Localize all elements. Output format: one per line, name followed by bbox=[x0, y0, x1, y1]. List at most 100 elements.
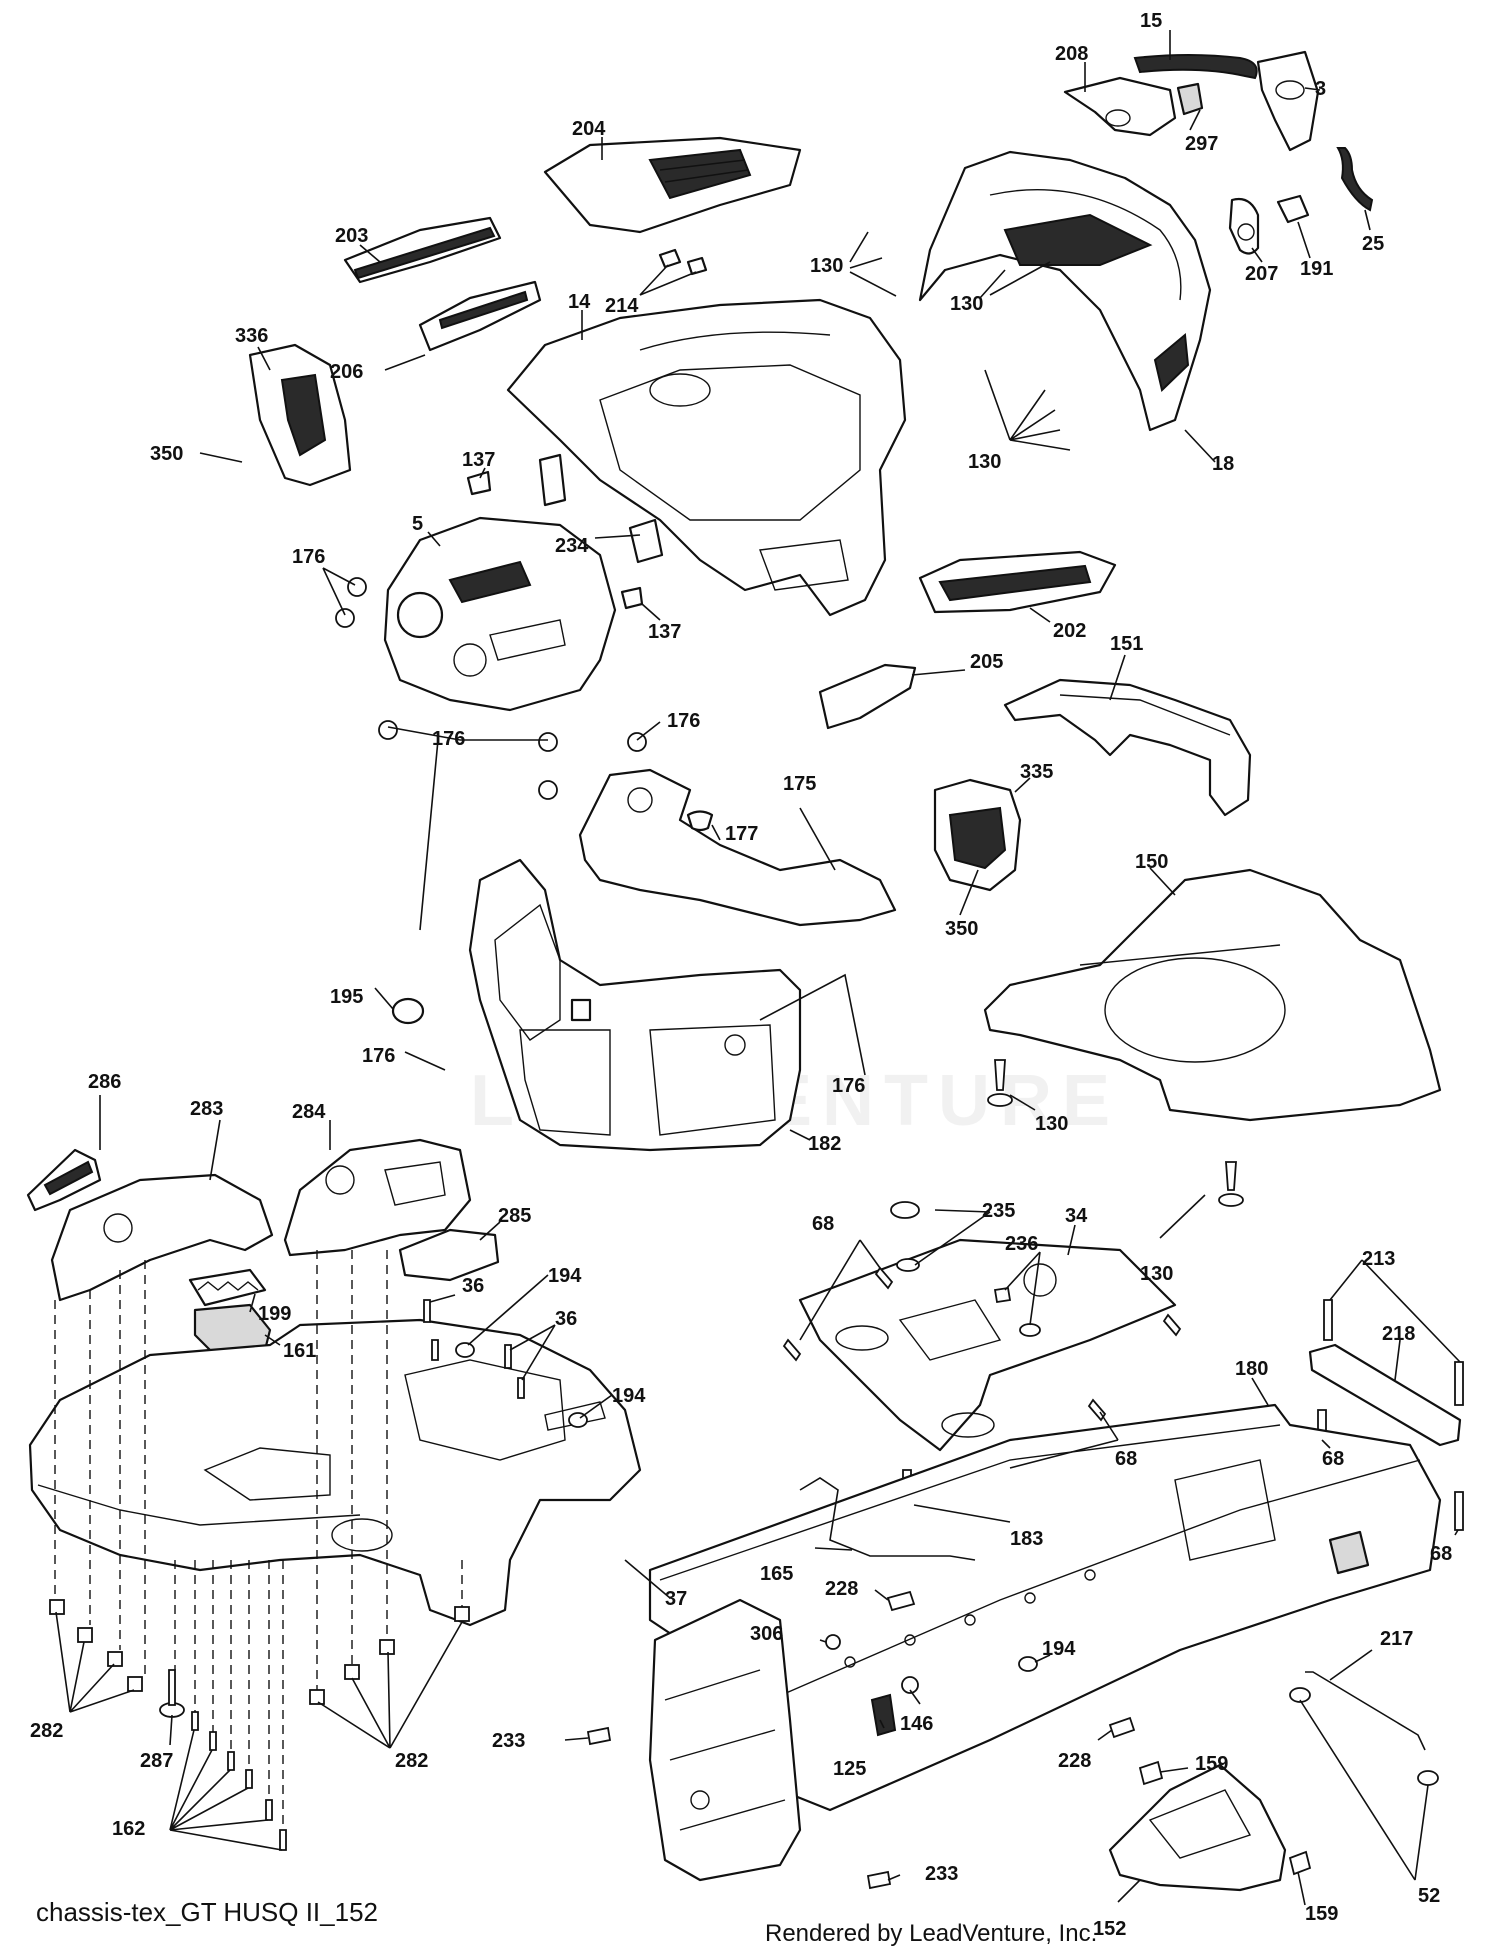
part-frame-front bbox=[648, 1598, 802, 1882]
part-162-screw-2 bbox=[209, 1731, 217, 1751]
callout-234: 234 bbox=[555, 535, 589, 557]
part-5-key-socket bbox=[396, 591, 444, 639]
part-146-plug bbox=[901, 1676, 919, 1694]
part-36-screw-c bbox=[504, 1344, 512, 1369]
part-14-hood bbox=[506, 298, 907, 617]
part-306-nut bbox=[825, 1634, 841, 1650]
part-208-bracket bbox=[1063, 76, 1177, 137]
part-285-pad bbox=[398, 1228, 500, 1282]
callout-137-b: 137 bbox=[648, 621, 681, 643]
part-165-rod bbox=[799, 1477, 976, 1561]
callout-165: 165 bbox=[760, 1563, 793, 1585]
part-176-grommet-a bbox=[347, 577, 367, 597]
callout-15: 15 bbox=[1140, 10, 1162, 32]
part-208-hole bbox=[1105, 109, 1131, 127]
part-36-screw-d bbox=[517, 1377, 525, 1399]
part-150-floor-plate bbox=[983, 868, 1442, 1122]
callout-161: 161 bbox=[283, 1340, 316, 1362]
part-282-clip-1 bbox=[49, 1599, 65, 1615]
render-credit: Rendered by LeadVenture, Inc. bbox=[765, 1920, 1098, 1947]
part-233-bolt-b bbox=[866, 1870, 892, 1890]
part-34-cutout bbox=[898, 1299, 1002, 1361]
callout-284: 284 bbox=[292, 1101, 326, 1123]
part-151-bracket bbox=[1003, 678, 1252, 817]
part-14-vent bbox=[759, 539, 849, 591]
callout-labels: 15 208 3 297 204 25 191 207 203 130 214 … bbox=[30, 10, 1452, 1940]
part-180-hole-5 bbox=[1084, 1569, 1096, 1581]
callout-202: 202 bbox=[1053, 620, 1086, 642]
part-37-slot bbox=[544, 1401, 606, 1431]
callout-68-b: 68 bbox=[1115, 1448, 1137, 1470]
part-150-opening bbox=[1104, 957, 1286, 1063]
callout-207: 207 bbox=[1245, 263, 1278, 285]
part-194-nut-c bbox=[1018, 1656, 1038, 1672]
part-236-clip bbox=[993, 1286, 1012, 1304]
callout-194-a: 194 bbox=[548, 1265, 582, 1287]
callout-204: 204 bbox=[572, 118, 606, 140]
callout-176-b: 176 bbox=[667, 710, 700, 732]
part-283-fender-cover bbox=[50, 1173, 274, 1302]
leader-lines bbox=[55, 30, 1461, 1906]
part-68-bolt-c bbox=[1162, 1313, 1182, 1337]
callout-287: 287 bbox=[140, 1750, 173, 1772]
part-15-trim bbox=[1133, 54, 1258, 80]
part-182-recess-right bbox=[649, 1024, 776, 1136]
part-frame-front-ribs bbox=[664, 1669, 786, 1831]
part-180-hole-1 bbox=[844, 1656, 856, 1668]
part-199-spring-plate bbox=[188, 1268, 267, 1307]
part-213-bolt-b bbox=[1454, 1361, 1464, 1406]
callout-286: 286 bbox=[88, 1071, 121, 1093]
callout-36-a: 36 bbox=[462, 1275, 484, 1297]
callout-182: 182 bbox=[808, 1133, 841, 1155]
part-162-screw-4 bbox=[245, 1769, 253, 1789]
callout-14: 14 bbox=[568, 291, 591, 313]
part-3-panel bbox=[1256, 50, 1320, 152]
callout-282-a: 282 bbox=[30, 1720, 63, 1742]
part-18-mesh bbox=[1003, 213, 1153, 266]
part-182-bolt-hole bbox=[724, 1034, 746, 1056]
part-137-clip-b bbox=[620, 586, 644, 610]
part-68-bolt-b bbox=[782, 1338, 802, 1362]
part-130-washer-b bbox=[1218, 1193, 1244, 1207]
part-180-hitch bbox=[1328, 1530, 1370, 1575]
part-235-bushing-a bbox=[890, 1201, 920, 1219]
part-130-screw-b bbox=[1225, 1161, 1237, 1191]
callout-214: 214 bbox=[605, 295, 639, 317]
part-287-screw bbox=[168, 1669, 176, 1706]
part-177-grommet bbox=[686, 810, 714, 832]
callout-130-a: 130 bbox=[810, 255, 843, 277]
part-282-clip-2 bbox=[77, 1627, 93, 1643]
callout-195: 195 bbox=[330, 986, 363, 1008]
part-282-clip-8 bbox=[454, 1606, 470, 1622]
callout-175: 175 bbox=[783, 773, 816, 795]
part-150-edge bbox=[1079, 944, 1281, 966]
part-52-nut-a bbox=[1289, 1687, 1311, 1703]
part-162-screw-3 bbox=[227, 1751, 235, 1771]
part-5-switch-bank bbox=[448, 560, 532, 604]
part-180-hole-4 bbox=[1024, 1592, 1036, 1604]
part-137-clip-a bbox=[466, 470, 492, 496]
part-37-edge bbox=[37, 1484, 361, 1526]
part-194-nut-a bbox=[455, 1342, 475, 1358]
callout-159-a: 159 bbox=[1195, 1753, 1228, 1775]
callout-5: 5 bbox=[412, 513, 423, 535]
part-18-edge bbox=[989, 188, 1182, 301]
callout-205: 205 bbox=[970, 651, 1003, 673]
callout-68-c: 68 bbox=[1322, 1448, 1344, 1470]
part-175-hole bbox=[627, 787, 653, 813]
part-176-grommet-e bbox=[627, 732, 647, 752]
callout-34: 34 bbox=[1065, 1205, 1088, 1227]
part-34-slot-bottom bbox=[941, 1412, 995, 1438]
part-335-grille bbox=[948, 806, 1007, 870]
callout-335: 335 bbox=[1020, 761, 1053, 783]
part-176-grommet-f bbox=[538, 780, 558, 800]
alignment-lines-left bbox=[54, 1250, 463, 1830]
part-18-side-vent bbox=[1153, 333, 1190, 392]
part-14-opening bbox=[649, 373, 711, 407]
callout-228-b: 228 bbox=[1058, 1750, 1091, 1772]
part-180-pivot-box bbox=[1174, 1459, 1276, 1561]
part-214-clip-b bbox=[686, 256, 708, 276]
callout-68-a: 68 bbox=[812, 1213, 834, 1235]
part-5-dash-panel bbox=[383, 516, 617, 712]
